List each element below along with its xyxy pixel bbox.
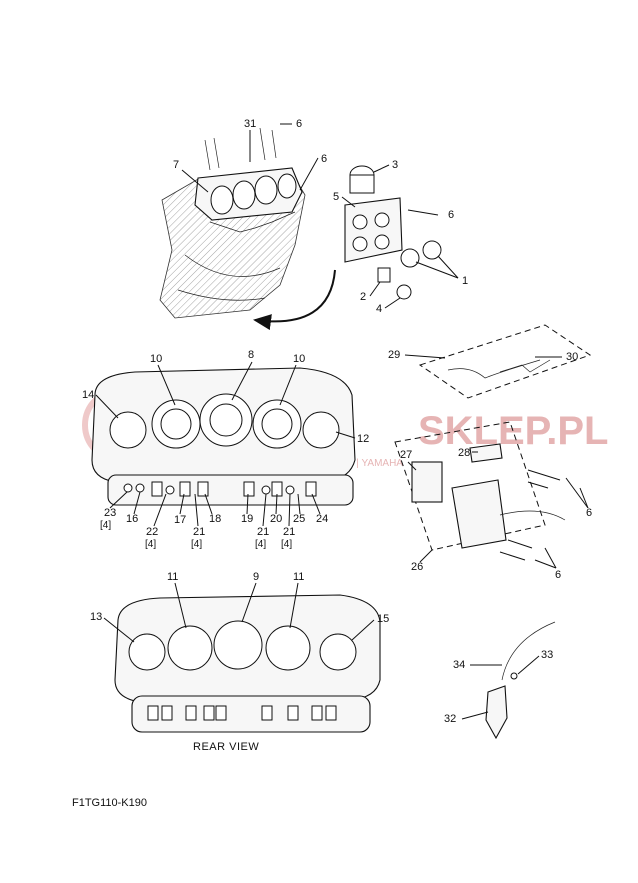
callout-20: 20: [270, 513, 282, 525]
callout-11b: 11: [293, 571, 304, 583]
console-housing: [159, 127, 306, 319]
callout-13: 13: [90, 611, 102, 623]
switch-2: [377, 267, 391, 283]
harness-group: [418, 324, 592, 399]
callout-3: 3: [392, 159, 398, 171]
callout-4: 4: [376, 303, 382, 315]
qty-23: [4]: [100, 520, 111, 531]
harness-30: [499, 359, 551, 373]
callout-21b: 21: [257, 526, 269, 538]
callout-22: 22: [146, 526, 158, 538]
bracket-group: [394, 421, 546, 551]
bracket-27: [411, 461, 443, 503]
harness-29: [447, 359, 541, 379]
screw-33: [510, 672, 518, 680]
cable: [499, 510, 566, 521]
switch-4: [396, 284, 412, 300]
callout-6c: 6: [448, 209, 454, 221]
switch-plate: [344, 197, 403, 263]
callout-10b: 10: [293, 353, 305, 365]
callout-6e: 6: [555, 569, 561, 581]
callout-7: 7: [173, 159, 179, 171]
meter-panel-rear: [114, 594, 381, 733]
callout-19: 19: [241, 513, 253, 525]
callout-24: 24: [316, 513, 328, 525]
qty-21c: [4]: [281, 539, 292, 550]
catalog-code: F1TG110-K190: [72, 797, 147, 809]
qty-21a: [4]: [191, 539, 202, 550]
callout-23: 23: [104, 507, 116, 519]
callout-6a: 6: [296, 118, 302, 130]
callout-21a: 21: [193, 526, 205, 538]
clamp-28: [469, 443, 503, 463]
callout-14: 14: [82, 389, 94, 401]
install-arrow: [253, 269, 336, 331]
callout-32: 32: [444, 713, 456, 725]
callout-21c: 21: [283, 526, 295, 538]
callout-2: 2: [360, 291, 366, 303]
callout-12: 12: [357, 433, 369, 445]
callout-16: 16: [126, 513, 138, 525]
rear-view-label: REAR VIEW: [193, 741, 259, 753]
bracket-26: [451, 479, 507, 549]
callout-28: 28: [458, 447, 470, 459]
cable-34: [501, 621, 556, 681]
callout-11a: 11: [167, 571, 178, 583]
callout-26: 26: [411, 561, 423, 573]
callout-15: 15: [377, 613, 389, 625]
watermark-main: SKLEP.PL: [418, 409, 608, 453]
callout-30: 30: [566, 351, 578, 363]
meter-panel-front: [91, 367, 356, 506]
callout-5: 5: [333, 191, 339, 203]
callout-6b: 6: [321, 153, 327, 165]
callout-18: 18: [209, 513, 221, 525]
callout-9: 9: [253, 571, 259, 583]
callout-10a: 10: [150, 353, 162, 365]
callout-6d: 6: [586, 507, 592, 519]
callout-17: 17: [174, 514, 186, 526]
callout-25: 25: [293, 513, 305, 525]
callout-33: 33: [541, 649, 553, 661]
fuse-holder: [349, 165, 375, 194]
callout-31: 31: [244, 118, 256, 130]
callout-27: 27: [400, 449, 412, 461]
qty-22: [4]: [145, 539, 156, 550]
callout-34: 34: [453, 659, 465, 671]
callout-29: 29: [388, 349, 400, 361]
lever-32: [485, 685, 508, 740]
callout-1: 1: [462, 275, 468, 287]
qty-21b: [4]: [255, 539, 266, 550]
rocker-switches: [400, 240, 442, 268]
callout-8: 8: [248, 349, 254, 361]
